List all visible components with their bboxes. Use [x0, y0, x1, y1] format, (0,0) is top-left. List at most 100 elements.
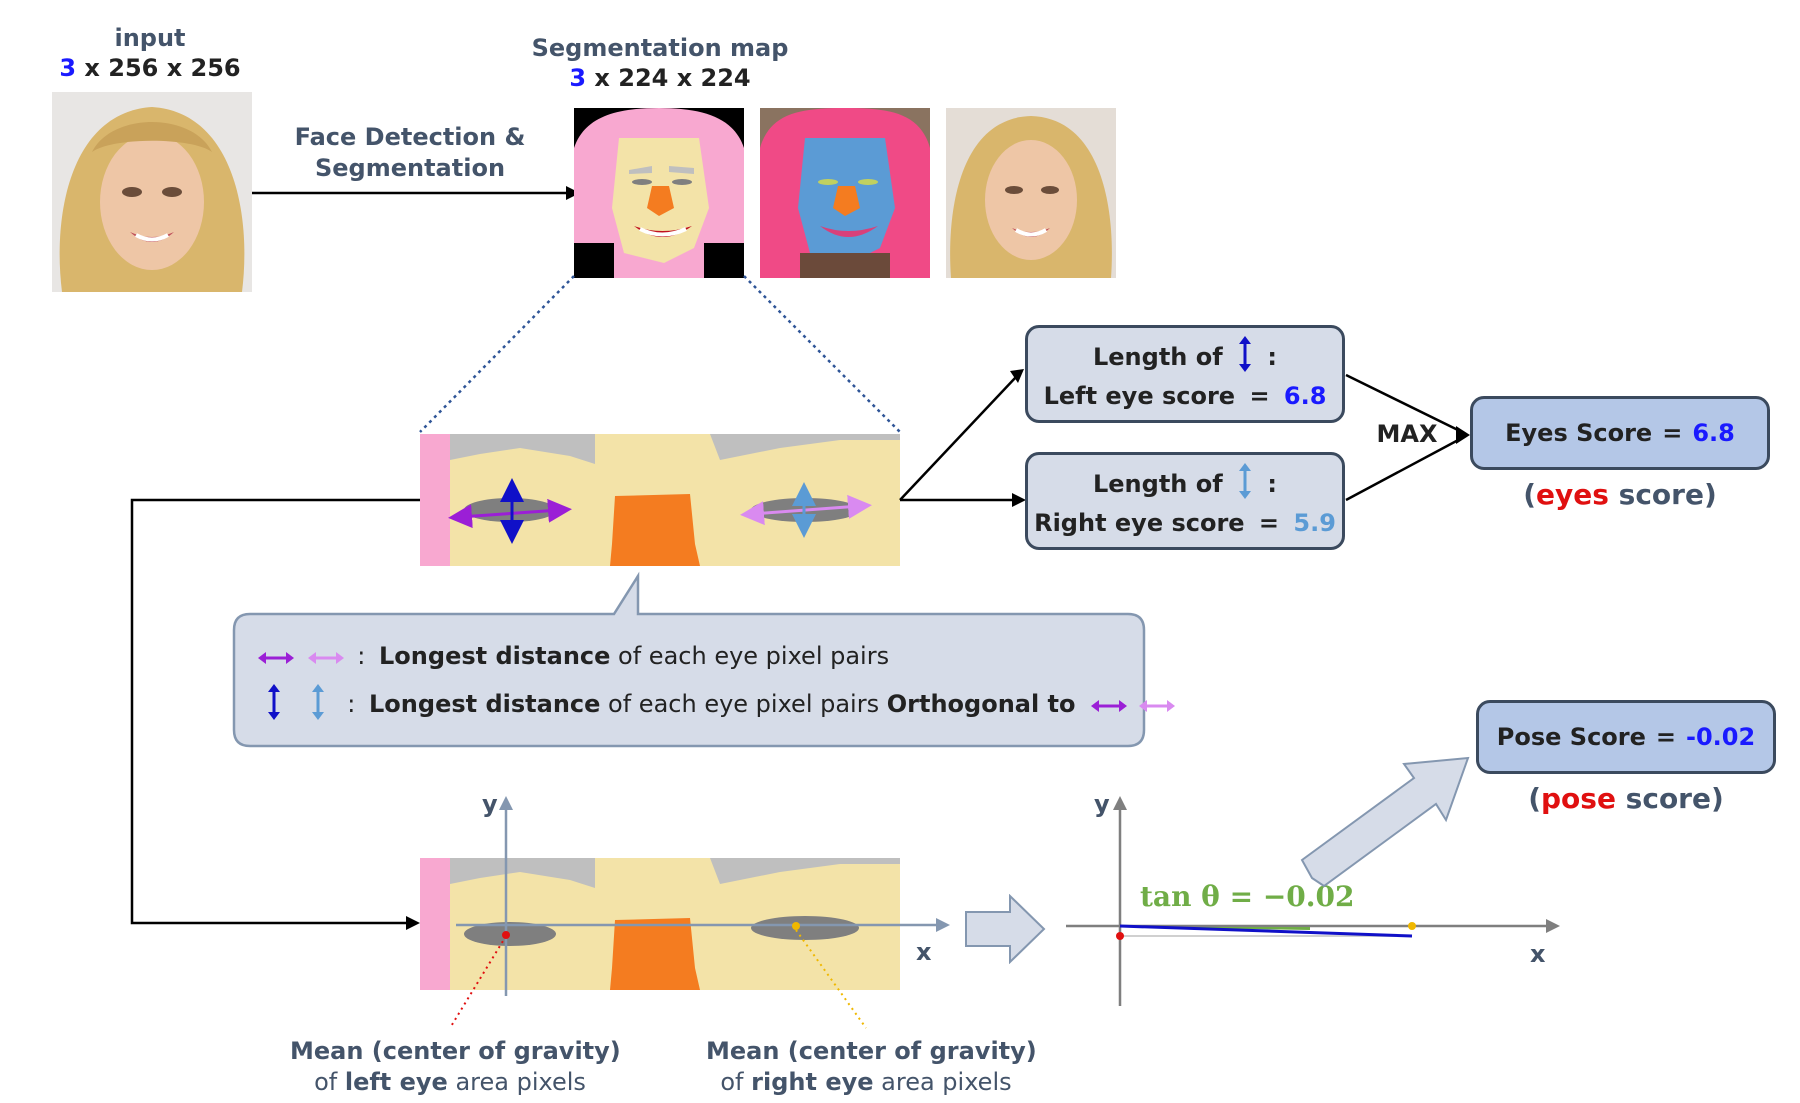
input-dims: 3 x 256 x 256: [40, 54, 260, 82]
left-eye-centroid-dot: [502, 931, 510, 939]
pose-caption-paren: (: [1528, 782, 1541, 815]
segmap-dims: 3 x 224 x 224: [550, 64, 770, 92]
block-arrow: [965, 894, 1046, 964]
legend-row2-rest: of each eye pixel pairs: [608, 690, 880, 718]
mean-right-line1: Mean (center of gravity): [706, 1037, 1037, 1065]
segmentation-map-image: [574, 108, 744, 278]
light-purple-horizontal-arrow-icon: [307, 643, 344, 671]
legend-row1-rest: of each eye pixel pairs: [618, 642, 890, 670]
detect-arrow: [252, 186, 580, 200]
pose-score-caption: (pose score): [1476, 782, 1776, 815]
mean-left-post: area pixels: [455, 1068, 586, 1096]
segmap-dim-rest: x 224 x 224: [594, 64, 751, 92]
pose-score-eq: =: [1655, 723, 1677, 751]
eyes-score-value: 6.8: [1692, 419, 1735, 447]
dark-blue-vertical-arrow-icon: [1237, 336, 1253, 380]
right-eye-colon: :: [1267, 470, 1277, 498]
left-eye-score-box: Length of : Left eye score = 6.8: [1025, 325, 1345, 423]
right-eye-score-value: 5.9: [1293, 509, 1336, 537]
right-eye-eq: =: [1258, 509, 1280, 537]
pose-caption-word: pose: [1541, 782, 1616, 815]
legend-row2-bold2: Orthogonal to: [886, 690, 1076, 718]
eye-line: [1119, 924, 1413, 938]
eyes-caption-word: eyes: [1536, 478, 1609, 511]
segmap-title: Segmentation map: [531, 34, 789, 62]
left-eye-box-line1: Length of :: [1093, 336, 1277, 380]
crop-y-axis-label: y: [482, 790, 498, 818]
mean-left-label: Mean (center of gravity) of left eye are…: [290, 1036, 621, 1098]
mean-right-bold: right eye: [751, 1068, 874, 1096]
pose-left-eye-dot: [1116, 932, 1124, 940]
eyes-score-eq: =: [1662, 419, 1683, 447]
left-eye-score-label: Left eye score: [1043, 382, 1236, 410]
step-label-line1: Face Detection &: [294, 123, 526, 151]
legend-row-height: : Longest distance of each eye pixel pai…: [266, 684, 1175, 726]
mean-right-label: Mean (center of gravity) of right eye ar…: [706, 1036, 1037, 1098]
input-dim-rest: x 256 x 256: [84, 54, 241, 82]
input-face-image: [52, 92, 252, 292]
left-eye-score-value: 6.8: [1283, 382, 1327, 410]
pose-score-arrow: [1300, 756, 1470, 888]
pose-x-axis-label: x: [1530, 940, 1546, 968]
step-label: Face Detection & Segmentation: [290, 122, 530, 184]
eyes-score-label: Eyes Score: [1505, 419, 1653, 447]
eye-region-crop: [420, 434, 900, 566]
pose-plot: [1066, 796, 1560, 1006]
eyes-caption-paren: (: [1523, 478, 1537, 511]
left-eye-colon: :: [1267, 343, 1277, 371]
light-blue-vertical-arrow-icon: [310, 684, 326, 726]
mean-left-pre: of: [314, 1068, 338, 1096]
legend-row2-colon: :: [347, 690, 356, 718]
crop-x-axis-label: x: [916, 938, 932, 966]
segmentation-overlay-image: [760, 108, 930, 278]
crop-to-pose-connector: [130, 498, 420, 930]
mean-left-line1: Mean (center of gravity): [290, 1037, 621, 1065]
legend-row1-bold: Longest distance: [379, 642, 611, 670]
crop-axes: [456, 796, 950, 996]
eyes-score-box: Eyes Score = 6.8: [1470, 396, 1770, 470]
legend-row2-bold: Longest distance: [369, 690, 601, 718]
legend-row-width: : Longest distance of each eye pixel pai…: [258, 642, 889, 671]
left-eye-width-arrow: [448, 478, 872, 544]
pose-y-axis-label: y: [1094, 790, 1110, 818]
input-title: input: [114, 24, 186, 52]
eyes-score-caption: (eyes score): [1470, 478, 1770, 511]
max-label: MAX: [1376, 420, 1438, 448]
right-eye-box-line1: Length of :: [1093, 463, 1277, 507]
legend-callout: [232, 571, 1146, 748]
crop-to-scores-arrows: [899, 369, 1026, 507]
left-eye-length-label: Length of: [1092, 343, 1223, 371]
left-eye-eq: =: [1249, 382, 1270, 410]
pose-right-eye-dot: [1408, 922, 1416, 930]
pose-caption-rest: score): [1615, 782, 1724, 815]
segmap-dim-channel: 3: [569, 64, 587, 92]
mean-left-line2: of left eye area pixels: [290, 1067, 610, 1098]
mean-left-bold: left eye: [344, 1068, 448, 1096]
pose-score-box: Pose Score = -0.02: [1476, 700, 1776, 774]
right-eye-centroid-dot: [792, 922, 800, 930]
light-blue-vertical-arrow-icon: [1237, 463, 1253, 507]
mean-right-post: area pixels: [881, 1068, 1012, 1096]
purple-horizontal-arrow-icon: [1091, 691, 1128, 719]
aligned-face-image: [946, 108, 1116, 278]
right-eye-length-label: Length of: [1092, 470, 1223, 498]
legend-row1-colon: :: [357, 642, 366, 670]
mean-right-line2: of right eye area pixels: [706, 1067, 1026, 1098]
right-eye-score-label: Right eye score: [1034, 509, 1245, 537]
centroid-leaders: [449, 930, 867, 1029]
pose-score-value: -0.02: [1686, 723, 1756, 751]
max-merge-arrows: [1345, 373, 1470, 502]
eyes-caption-rest: score): [1608, 478, 1717, 511]
pose-score-label: Pose Score: [1496, 723, 1646, 751]
right-eye-score-box: Length of : Right eye score = 5.9: [1025, 452, 1345, 550]
left-eye-box-line2: Left eye score = 6.8: [1044, 380, 1327, 412]
input-dim-channel: 3: [59, 54, 77, 82]
dark-blue-vertical-arrow-icon: [266, 684, 282, 726]
light-purple-horizontal-arrow-icon: [1138, 691, 1175, 719]
purple-horizontal-arrow-icon: [258, 643, 294, 671]
right-eye-box-line2: Right eye score = 5.9: [1034, 507, 1336, 539]
zoom-lines: [419, 275, 901, 433]
mean-right-pre: of: [720, 1068, 744, 1096]
tan-theta-label: tan θ = −0.02: [1140, 880, 1355, 913]
step-label-line2: Segmentation: [314, 154, 506, 182]
